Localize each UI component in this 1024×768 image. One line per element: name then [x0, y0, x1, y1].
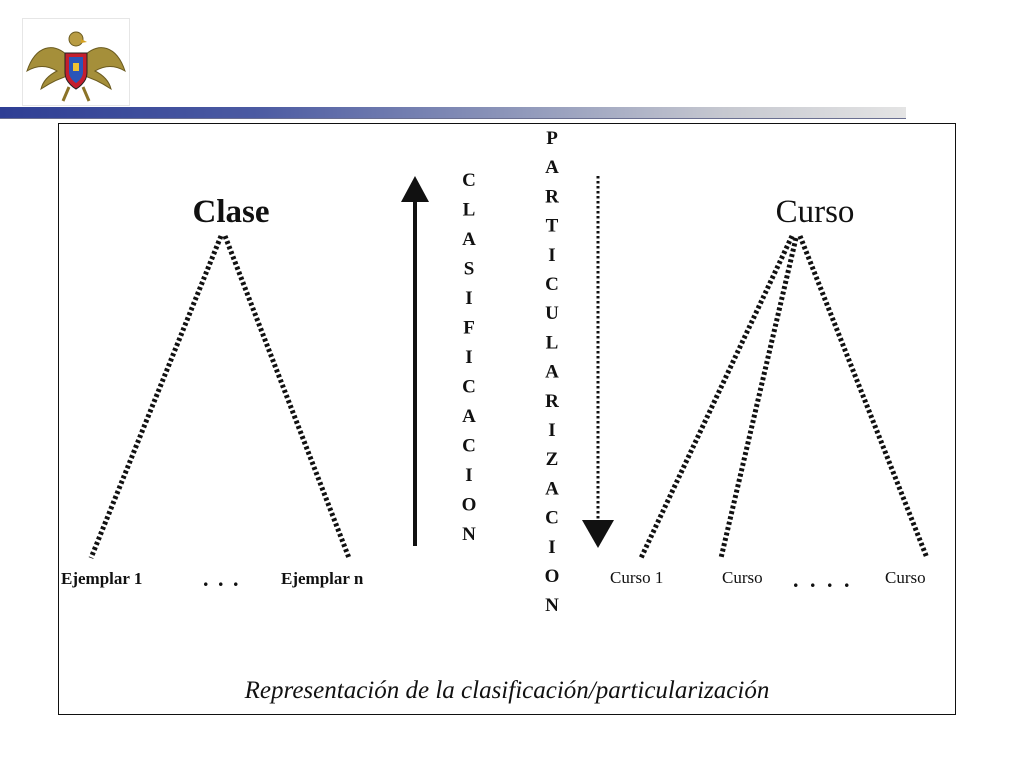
- clasificacion-letter-1: C: [462, 170, 476, 191]
- clasificacion-letter-13: N: [462, 524, 476, 545]
- header-gradient-bar: [0, 107, 906, 119]
- right-child-label-1: Curso 1: [610, 568, 663, 587]
- right-child-label-3: Curso: [885, 568, 926, 587]
- right-tree-edge-3: [797, 235, 930, 559]
- clasificacion-letter-5: I: [465, 288, 472, 309]
- clasificacion-letter-3: A: [462, 229, 476, 250]
- particularizacion-letter-1: P: [546, 128, 558, 149]
- right-tree-edge-1: [638, 234, 795, 560]
- header-divider: [0, 118, 906, 119]
- right-ellipsis: . . . .: [793, 567, 853, 592]
- particularizacion-letter-14: C: [545, 508, 559, 529]
- left-child-label-1: Ejemplar 1: [61, 569, 142, 588]
- classification-diagram: Clase Curso Ejemplar 1 . . . Ejemplar n …: [61, 128, 930, 704]
- left-ellipsis: . . .: [203, 566, 241, 591]
- right-tree-edge-2: [718, 237, 799, 559]
- particularizacion-letter-8: L: [546, 332, 559, 353]
- particularizacion-letter-4: T: [546, 216, 559, 237]
- particularizacion-letter-10: R: [545, 391, 559, 412]
- clasificacion-letter-7: I: [465, 347, 472, 368]
- eagle-crest-icon: [26, 31, 126, 102]
- diagram-caption: Representación de la clasificación/parti…: [244, 677, 770, 704]
- clasificacion-letter-6: F: [463, 318, 475, 339]
- clasificacion-letter-12: O: [462, 495, 477, 516]
- particularizacion-letter-2: A: [545, 157, 559, 178]
- up-arrow-head: [401, 176, 429, 202]
- particularizacion-letter-11: I: [548, 420, 555, 441]
- clasificacion-letter-4: S: [464, 259, 475, 280]
- clasificacion-letter-9: A: [462, 406, 476, 427]
- down-arrow-head: [582, 520, 614, 548]
- left-tree-edge-2: [222, 235, 352, 559]
- particularizacion-letter-13: A: [545, 478, 559, 499]
- particularizacion-letter-12: Z: [546, 449, 559, 470]
- particularizacion-letter-15: I: [548, 537, 555, 558]
- particularizacion-letter-9: A: [545, 362, 559, 383]
- particularizacion-letter-7: U: [545, 303, 559, 324]
- left-parent-label: Clase: [193, 194, 270, 230]
- clasificacion-letter-2: L: [463, 200, 476, 221]
- particularizacion-letter-17: N: [545, 595, 559, 616]
- right-child-label-2: Curso: [722, 568, 763, 587]
- particularizacion-letter-5: I: [548, 245, 555, 266]
- particularizacion-letter-3: R: [545, 186, 559, 207]
- particularizacion-letter-6: C: [545, 274, 559, 295]
- clasificacion-letter-8: C: [462, 377, 476, 398]
- clasificacion-letter-11: I: [465, 465, 472, 486]
- left-tree-edge-1: [88, 235, 224, 559]
- right-parent-label: Curso: [776, 194, 855, 230]
- particularizacion-letter-16: O: [545, 566, 560, 587]
- clasificacion-letter-10: C: [462, 436, 476, 457]
- left-child-label-2: Ejemplar n: [281, 569, 364, 588]
- university-logo: [22, 18, 130, 106]
- diagram-frame: Clase Curso Ejemplar 1 . . . Ejemplar n …: [58, 123, 956, 715]
